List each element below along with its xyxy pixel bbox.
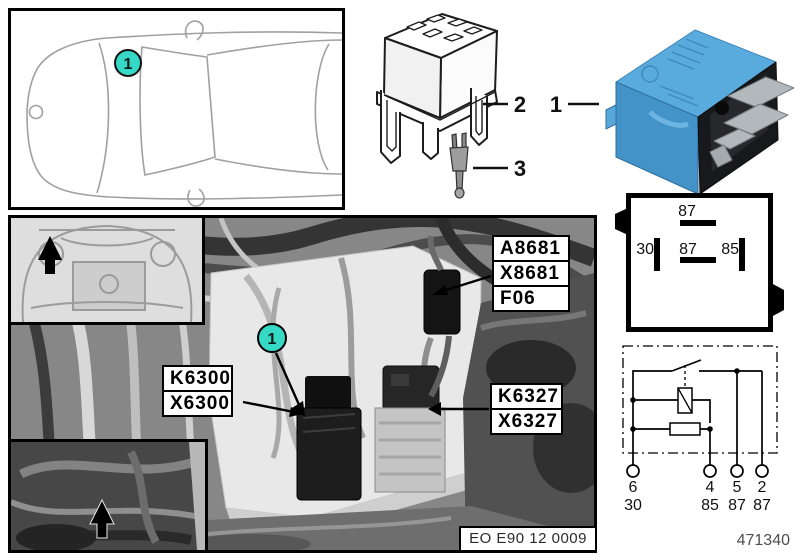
pin-85: 85: [721, 241, 739, 258]
engine-bay-photo-panel: 1: [8, 215, 597, 553]
circuit-schematic: 6 4 5 2 30 85 87 87: [622, 345, 778, 514]
schematic-wires: [632, 359, 763, 465]
relay-body: [605, 29, 795, 195]
car-location-panel: 1: [8, 8, 345, 210]
relay-pins: [709, 76, 795, 168]
label-f06: F06: [492, 285, 570, 312]
terminal-pin: [449, 132, 469, 199]
diagram-left-tab: [615, 208, 628, 235]
label-k6300: K6300: [162, 365, 233, 392]
location-arrow: [89, 498, 115, 539]
pin-30: 30: [636, 241, 654, 258]
schem-pin-6: 6: [629, 479, 638, 496]
relay-socket: [376, 13, 498, 164]
schem-term-87b: 87: [753, 497, 771, 514]
diagram-right-tab: [771, 283, 784, 317]
marker-label[interactable]: 1: [124, 56, 133, 73]
callout-3[interactable]: 3: [514, 156, 526, 181]
car-outline: [26, 20, 343, 207]
relay-photo: [605, 29, 795, 195]
location-arrow: [38, 236, 62, 274]
relay-engraving-marks: [641, 38, 709, 107]
drawing-number: 471340: [736, 532, 790, 549]
relay-socket-drawing: 2 3 1: [376, 13, 599, 199]
callout-1[interactable]: 1: [550, 92, 562, 117]
schematic-boundary: [622, 345, 778, 454]
label-box-k6300: K6300 X6300: [162, 365, 233, 417]
pin-face-diagram: 87 30 87 85: [615, 193, 784, 332]
terminal-pin-numbers: 6 4 5 2: [629, 479, 767, 496]
socket-terminal-slots: [406, 14, 483, 42]
junction-dots: [630, 368, 740, 432]
label-box-k6327: K6327 X6327: [490, 383, 563, 435]
location-inset-closeup: [8, 439, 208, 553]
relay-k6300-photo: [296, 376, 362, 501]
photo-marker-1[interactable]: 1: [257, 323, 287, 353]
car-top-view-drawing: 1: [26, 20, 343, 207]
terminal-circles: [626, 464, 769, 478]
overview-drawing: [11, 218, 202, 322]
callout-2[interactable]: 2: [514, 92, 526, 117]
fuse-connector-photo: [423, 235, 461, 398]
label-x6300: X6300: [162, 390, 233, 417]
pin-87-mid: 87: [679, 241, 697, 258]
schem-pin-4: 4: [706, 479, 715, 496]
car-marker-1[interactable]: 1: [114, 49, 142, 77]
schem-pin-5: 5: [733, 479, 742, 496]
pin-87-top: 87: [678, 203, 696, 220]
closeup-photo: [11, 442, 205, 550]
resistor-symbol: [669, 422, 701, 436]
marker-circle[interactable]: [114, 49, 142, 77]
photo-stamp: EO E90 12 0009: [459, 526, 597, 552]
label-x8681: X8681: [492, 260, 570, 287]
label-box-fuse: A8681 X8681 F06: [492, 235, 570, 312]
schem-term-87a: 87: [728, 497, 746, 514]
photo-marker-label[interactable]: 1: [268, 331, 277, 348]
label-a8681: A8681: [492, 235, 570, 262]
callout-lines: [473, 102, 599, 170]
label-k6327: K6327: [490, 383, 563, 410]
relay-latch-tab: [605, 104, 617, 130]
schem-term-85: 85: [701, 497, 719, 514]
label-x6327: X6327: [490, 408, 563, 435]
schem-pin-2: 2: [758, 479, 767, 496]
arrowheads: [289, 285, 448, 417]
schem-term-30: 30: [624, 497, 642, 514]
closeup-bright-edge: [189, 442, 205, 550]
location-inset-overview: [8, 215, 205, 325]
relay-k6327-photo: [374, 365, 446, 493]
pointer-arrows: [242, 274, 492, 414]
terminal-names: 30 85 87 87: [624, 497, 771, 514]
